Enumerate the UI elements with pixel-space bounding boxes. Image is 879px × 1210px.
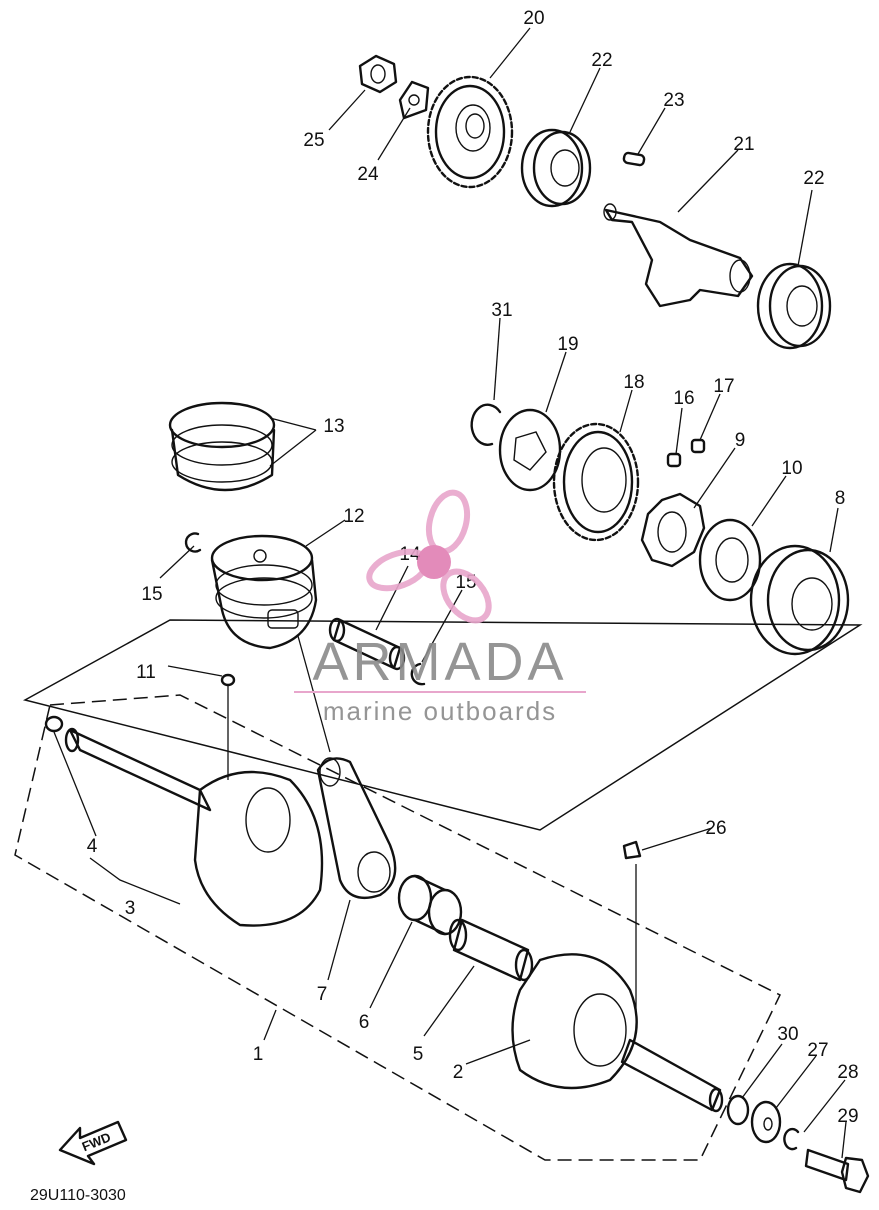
piston-12: [210, 534, 318, 650]
part-label-9: 9: [735, 430, 746, 451]
part-label-24: 24: [357, 164, 379, 185]
part-label-7: 7: [317, 984, 328, 1005]
circlip-15-left: [184, 532, 202, 553]
lock-washer-24: [398, 80, 430, 120]
part-label-18: 18: [623, 372, 644, 393]
nut-25: [358, 54, 398, 94]
crank-pin-5: [448, 918, 534, 982]
part-label-21: 21: [733, 134, 754, 155]
part-label-23: 23: [663, 90, 684, 111]
bearing-8: [749, 544, 850, 656]
connecting-rod-7: [316, 757, 397, 900]
part-label-26: 26: [705, 818, 726, 839]
part-label-12: 12: [343, 506, 364, 527]
needle-bearing-6: [397, 874, 463, 936]
washer-27: [750, 1100, 782, 1144]
part-label-19: 19: [557, 334, 578, 355]
bearing-22-upper: [520, 128, 592, 208]
balancer-shaft-21: [603, 203, 754, 308]
part-label-1: 1: [253, 1044, 264, 1065]
pin-16: [666, 452, 682, 468]
drawing-code: 29U110-3030: [30, 1187, 126, 1204]
circlip-15-right: [410, 662, 426, 686]
bearing-22-lower: [756, 262, 832, 350]
woodruff-key-4: [44, 715, 64, 733]
part-label-10: 10: [781, 458, 802, 479]
gear-18: [552, 422, 640, 542]
leader-lines: [53, 27, 847, 1159]
part-label-6: 6: [359, 1012, 370, 1033]
part-label-25: 25: [303, 130, 324, 151]
pin-17: [690, 438, 706, 454]
part-label-29: 29: [837, 1106, 858, 1127]
pin-11: [220, 673, 236, 687]
plate-19: [498, 408, 562, 492]
part-label-30: 30: [777, 1024, 798, 1045]
nut-9: [640, 492, 706, 568]
piston-ring-set-13: [168, 401, 276, 492]
piston-pin-14: [328, 617, 406, 671]
fwd-label: FWD: [80, 1129, 113, 1154]
part-label-13: 13: [323, 416, 344, 437]
part-label-15-left: 15: [141, 584, 162, 605]
part-label-17: 17: [713, 376, 734, 397]
watermark-tagline: marine outboards: [323, 696, 557, 726]
part-label-31: 31: [491, 300, 512, 321]
spring-washer-28: [783, 1127, 800, 1151]
gear-20: [426, 75, 514, 189]
left-crankshaft-3: [64, 727, 324, 927]
armada-propeller-icon: [366, 489, 492, 624]
part-label-27: 27: [807, 1040, 828, 1061]
part-label-20: 20: [523, 8, 544, 29]
watermark-brand: ARMADA: [312, 632, 567, 692]
crankshaft-assembly-outline: [14, 694, 781, 1161]
right-crankshaft-2: [511, 953, 724, 1113]
part-label-22-upper: 22: [591, 50, 612, 71]
part-label-28: 28: [837, 1062, 858, 1083]
part-label-3: 3: [125, 898, 136, 919]
o-ring-30: [726, 1094, 750, 1126]
part-label-16: 16: [673, 388, 694, 409]
circlip-31: [470, 403, 502, 446]
bolt-29: [804, 1148, 870, 1194]
washer-10: [698, 518, 762, 602]
part-label-2: 2: [453, 1062, 464, 1083]
key-26: [622, 840, 642, 860]
part-label-4: 4: [87, 836, 98, 857]
piston-conrod-group-outline: [22, 619, 863, 831]
fwd-arrow-icon: FWD: [58, 1120, 128, 1166]
part-label-8: 8: [835, 488, 846, 509]
part-label-5: 5: [413, 1044, 424, 1065]
part-label-22-lower: 22: [803, 168, 824, 189]
part-label-11: 11: [136, 662, 156, 683]
key-23: [622, 151, 646, 167]
